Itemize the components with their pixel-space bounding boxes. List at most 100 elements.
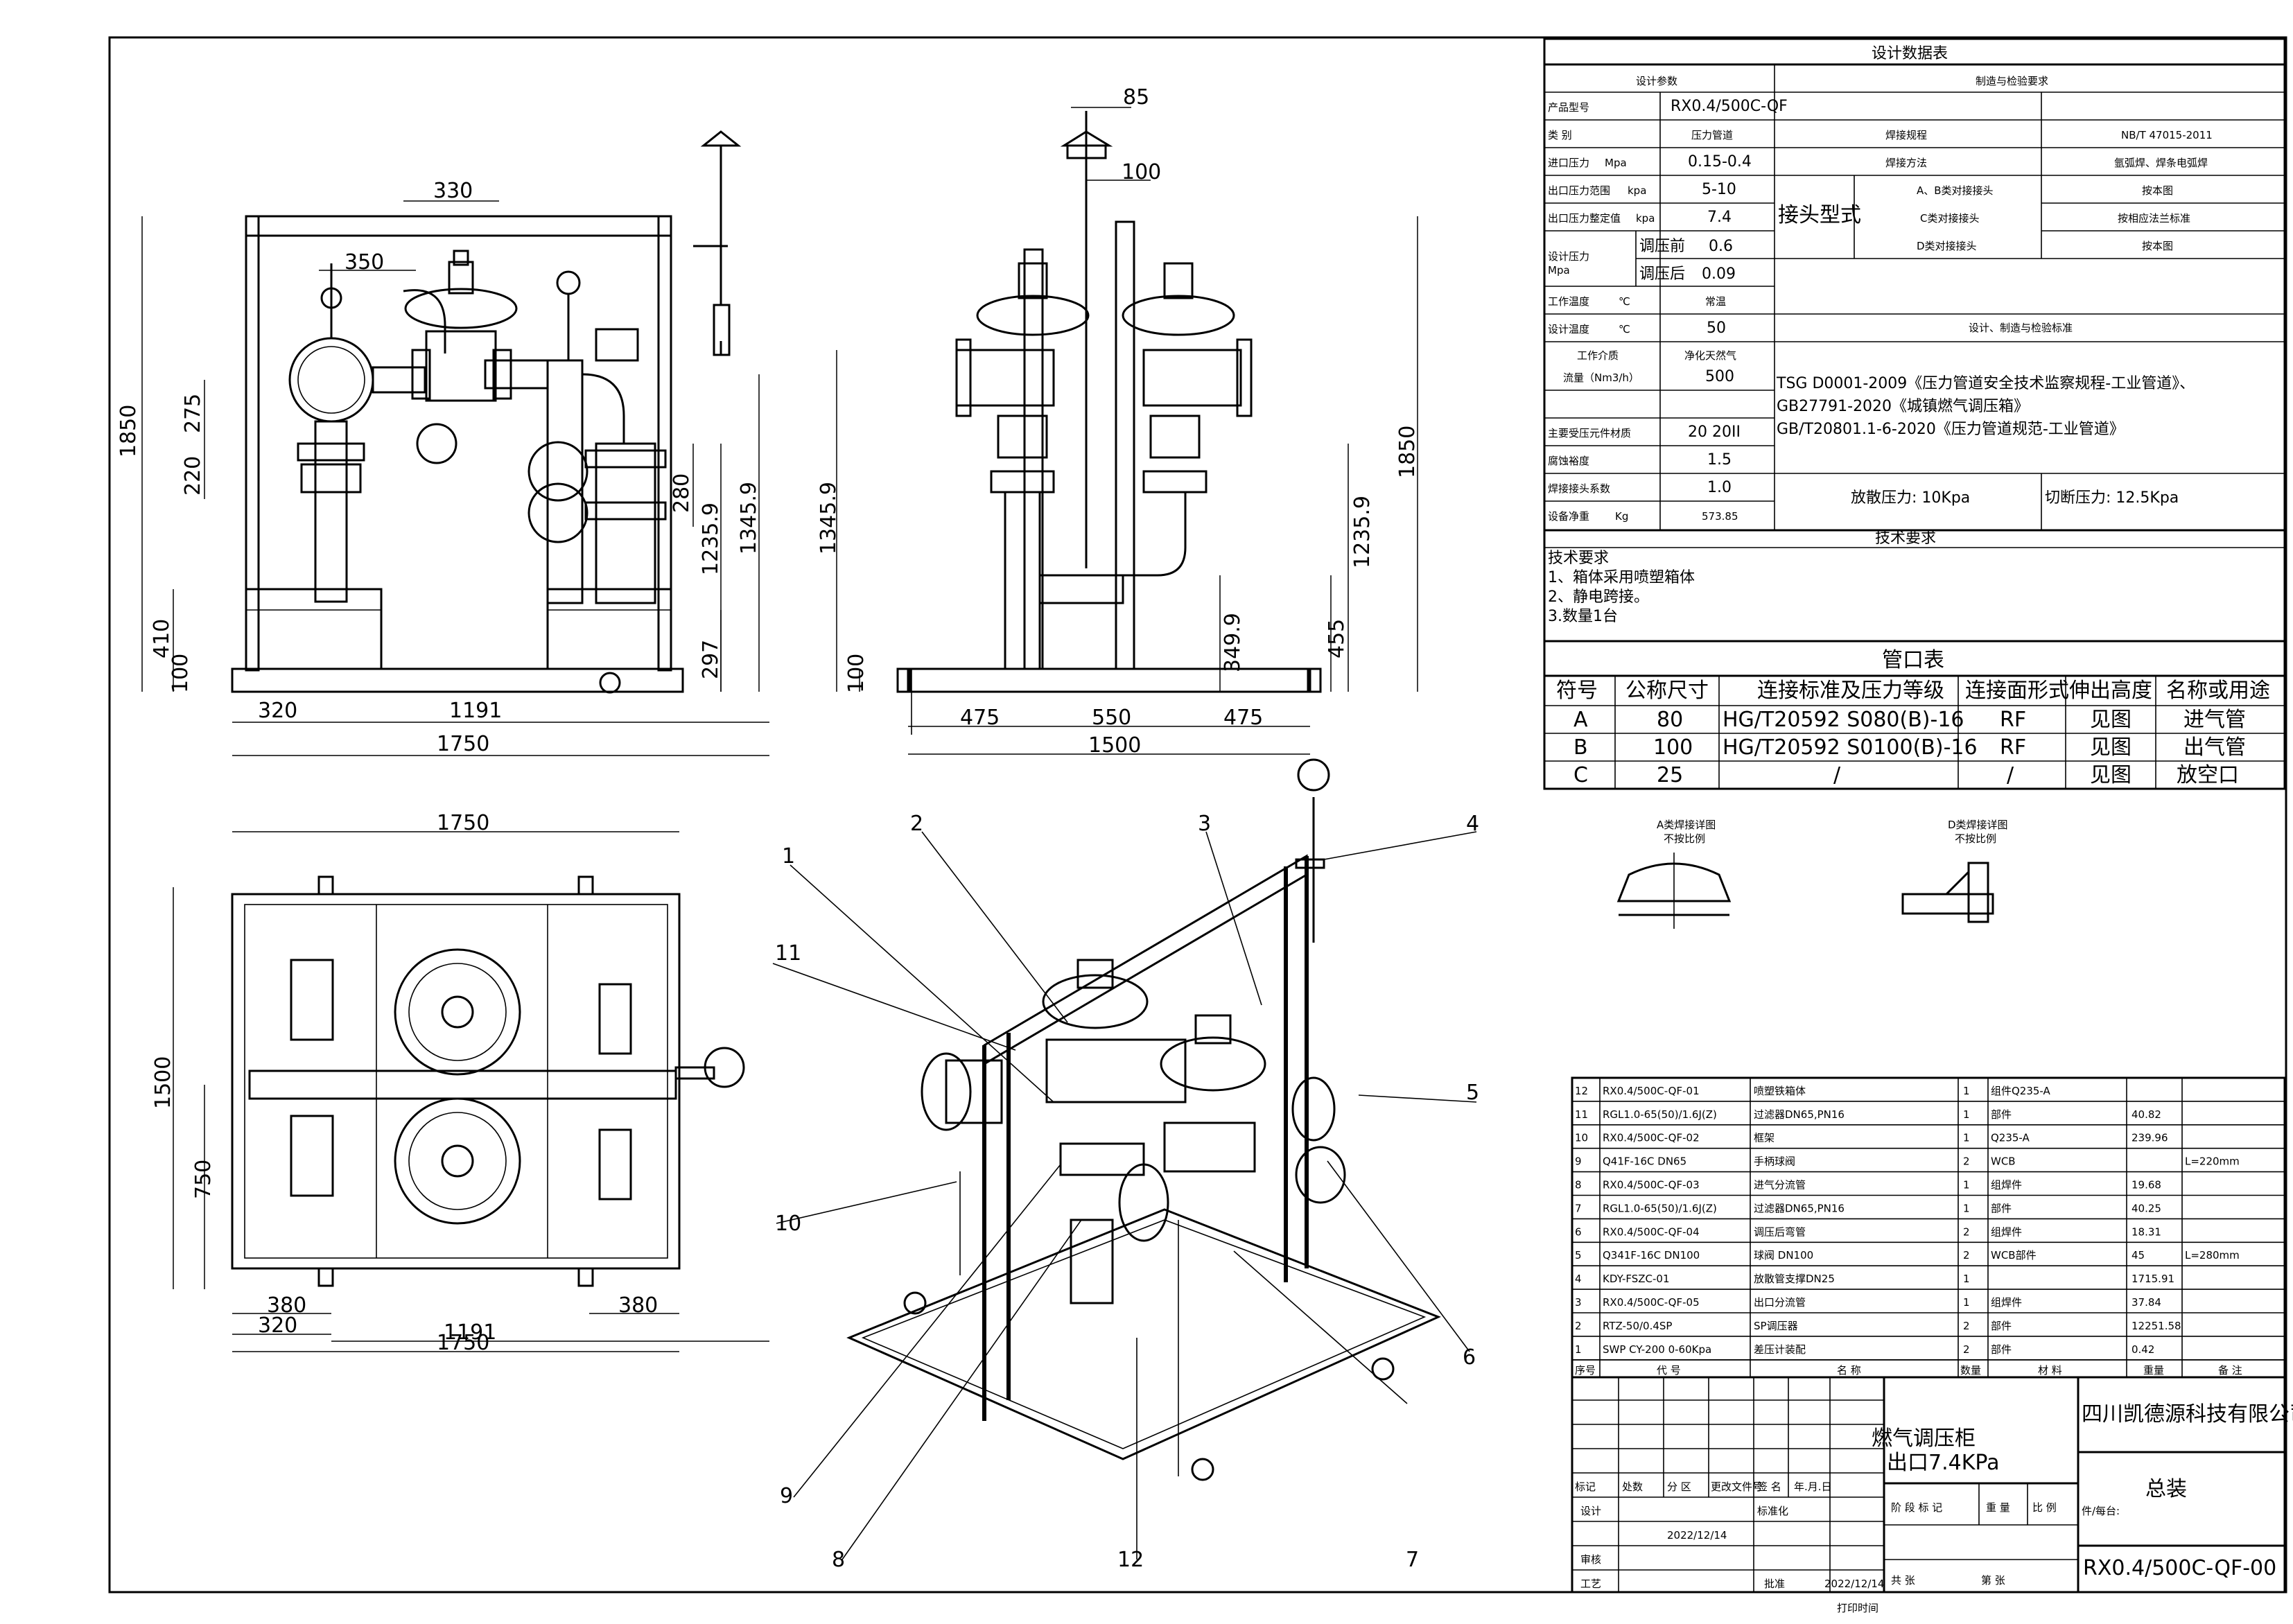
svg-text:25: 25	[1657, 763, 1683, 787]
dim-350: 350	[345, 250, 384, 274]
dim-1191: 1191	[449, 699, 502, 723]
bom-cell: 19.68	[2131, 1179, 2161, 1191]
svg-text:A类焊接详图: A类焊接详图	[1657, 819, 1716, 831]
svg-text:RF: RF	[2000, 708, 2026, 732]
bom-cell: 1	[1963, 1202, 1970, 1214]
svg-text:573.85: 573.85	[1702, 510, 1738, 523]
weld-details: A类焊接详图 不按比例 D类焊接详图 不按比例	[1616, 819, 2008, 929]
svg-text:RF: RF	[2000, 735, 2026, 760]
bom-cell: 1	[1963, 1296, 1970, 1309]
svg-text:主要受压元件材质: 主要受压元件材质	[1548, 427, 1631, 439]
bom-cell: 部件	[1991, 1320, 2012, 1332]
callout-12: 12	[1117, 1548, 1144, 1572]
svg-text:GB27791-2020《城镇燃气调压箱》: GB27791-2020《城镇燃气调压箱》	[1777, 398, 2029, 415]
svg-text:0.15-0.4: 0.15-0.4	[1688, 153, 1752, 171]
svg-text:进口压力: 进口压力	[1548, 157, 1589, 169]
callout-7: 7	[1406, 1548, 1419, 1572]
bom-cell: 12251.58	[2131, 1320, 2181, 1332]
svg-text:调压后: 调压后	[1639, 265, 1685, 283]
svg-text:技术要求: 技术要求	[1875, 530, 1936, 547]
svg-text:签 名: 签 名	[1757, 1481, 1781, 1493]
svg-text:标记: 标记	[1575, 1481, 1596, 1493]
bom-cell: 40.82	[2131, 1108, 2161, 1121]
sheet-border	[108, 36, 2287, 1594]
bom-cell: 过滤器DN65,PN16	[1754, 1108, 1845, 1121]
svg-text:重 量: 重 量	[1986, 1501, 2010, 1514]
svg-text:HG/T20592 S080(B)-16: HG/T20592 S080(B)-16	[1723, 708, 1964, 732]
bom-cell: 37.84	[2131, 1296, 2161, 1309]
bom-cell: 2	[1963, 1225, 1970, 1238]
callout-3: 3	[1198, 812, 1211, 836]
dim-297: 297	[699, 640, 723, 679]
svg-text:设计参数: 设计参数	[1636, 75, 1677, 87]
bom-cell: 部件	[1991, 1202, 2012, 1214]
dim-320: 320	[258, 699, 297, 723]
bom-cell: 出口分流管	[1754, 1296, 1806, 1309]
side-view: 85 100 1345.9 1235.9 1850 349.9 455 100 …	[817, 85, 1420, 758]
svg-text:伸出高度: 伸出高度	[2069, 679, 2152, 703]
svg-text:重量: 重量	[2143, 1364, 2164, 1377]
bom-cell: 进气分流管	[1754, 1179, 1806, 1191]
svg-text:2、静电跨接。: 2、静电跨接。	[1548, 588, 1649, 606]
bom-cell: 1	[1963, 1132, 1970, 1144]
drawing-number: RX0.4/500C-QF-00	[2083, 1556, 2276, 1580]
bom-cell: 0.42	[2131, 1343, 2154, 1356]
svg-text:A、B类对接接头: A、B类对接接头	[1917, 184, 1994, 197]
svg-text:公称尺寸: 公称尺寸	[1625, 679, 1709, 703]
bom-cell: 1	[1963, 1085, 1970, 1097]
dim-475-b: 475	[1223, 706, 1263, 730]
dim-top-320: 320	[258, 1313, 297, 1338]
svg-text:压力管道: 压力管道	[1691, 129, 1733, 141]
bom-cell: SP调压器	[1754, 1320, 1798, 1332]
svg-text:放空口: 放空口	[2177, 763, 2239, 787]
dim-1345-9: 1345.9	[737, 482, 761, 555]
svg-text:℃: ℃	[1619, 323, 1630, 335]
svg-text:5-10: 5-10	[1702, 181, 1736, 198]
bom-cell: 2	[1963, 1155, 1970, 1168]
svg-text:3.数量1台: 3.数量1台	[1548, 608, 1618, 625]
dim-top-1500: 1500	[151, 1056, 175, 1109]
svg-text:材 料: 材 料	[2038, 1364, 2062, 1377]
callout-2: 2	[910, 812, 923, 836]
svg-text:见图: 见图	[2090, 763, 2131, 787]
dim-410: 410	[150, 619, 174, 658]
bom-cell: RGL1.0-65(50)/1.6J(Z)	[1603, 1202, 1717, 1214]
svg-text:出气管: 出气管	[2183, 735, 2246, 760]
svg-text:GB/T20801.1-6-2020《压力管道规范-工业管道: GB/T20801.1-6-2020《压力管道规范-工业管道》	[1777, 421, 2125, 438]
svg-text:工作温度: 工作温度	[1548, 295, 1589, 308]
bom-cell: 组焊件	[1991, 1296, 2022, 1309]
svg-text:序号: 序号	[1575, 1364, 1596, 1377]
svg-text:比 例: 比 例	[2032, 1501, 2057, 1514]
svg-text:阶 段 标 记: 阶 段 标 记	[1891, 1501, 1942, 1514]
svg-text:更改文件号: 更改文件号	[1711, 1481, 1763, 1493]
svg-text:/: /	[1833, 763, 1841, 787]
bom-cell: 组焊件	[1991, 1225, 2022, 1238]
bom-cell: 放散管支撑DN25	[1754, 1273, 1835, 1285]
svg-text:接头型式: 接头型式	[1778, 203, 1861, 227]
design-table: 设计数据表 设计参数 制造与检验要求 产品型号 RX0.4/500C-QF 类 …	[1543, 37, 2286, 790]
svg-text:制造与检验要求: 制造与检验要求	[1976, 75, 2048, 87]
dim-750: 750	[191, 1160, 216, 1199]
callout-5: 5	[1466, 1081, 1479, 1105]
bom-cell: 调压后弯管	[1754, 1225, 1806, 1238]
dim-1500-side: 1500	[1088, 733, 1141, 758]
svg-text:焊接方法: 焊接方法	[1885, 157, 1927, 169]
svg-text:放散压力: 10Kpa: 放散压力: 10Kpa	[1851, 489, 1970, 507]
dim-349-9: 349.9	[1221, 613, 1245, 672]
bom-cell: RX0.4/500C-QF-04	[1603, 1225, 1700, 1238]
svg-text:kpa: kpa	[1636, 212, 1655, 225]
svg-text:不按比例: 不按比例	[1955, 832, 1996, 845]
svg-text:调压前: 调压前	[1639, 238, 1685, 255]
svg-text:流量（Nm3/h）: 流量（Nm3/h）	[1563, 372, 1639, 384]
svg-text:设计: 设计	[1580, 1505, 1601, 1517]
svg-text:按相应法兰标准: 按相应法兰标准	[2118, 212, 2190, 225]
bom-cell: 1	[1963, 1108, 1970, 1121]
bom-cell: 8	[1575, 1179, 1582, 1191]
svg-text:见图: 见图	[2090, 708, 2131, 732]
drawing-name: 总装	[2145, 1477, 2187, 1501]
bom-cell: 1	[1963, 1179, 1970, 1191]
svg-text:年.月.日: 年.月.日	[1794, 1481, 1832, 1493]
svg-text:50: 50	[1707, 320, 1726, 337]
svg-text:D类对接接头: D类对接接头	[1917, 240, 1977, 252]
svg-text:净化天然气: 净化天然气	[1684, 349, 1736, 362]
